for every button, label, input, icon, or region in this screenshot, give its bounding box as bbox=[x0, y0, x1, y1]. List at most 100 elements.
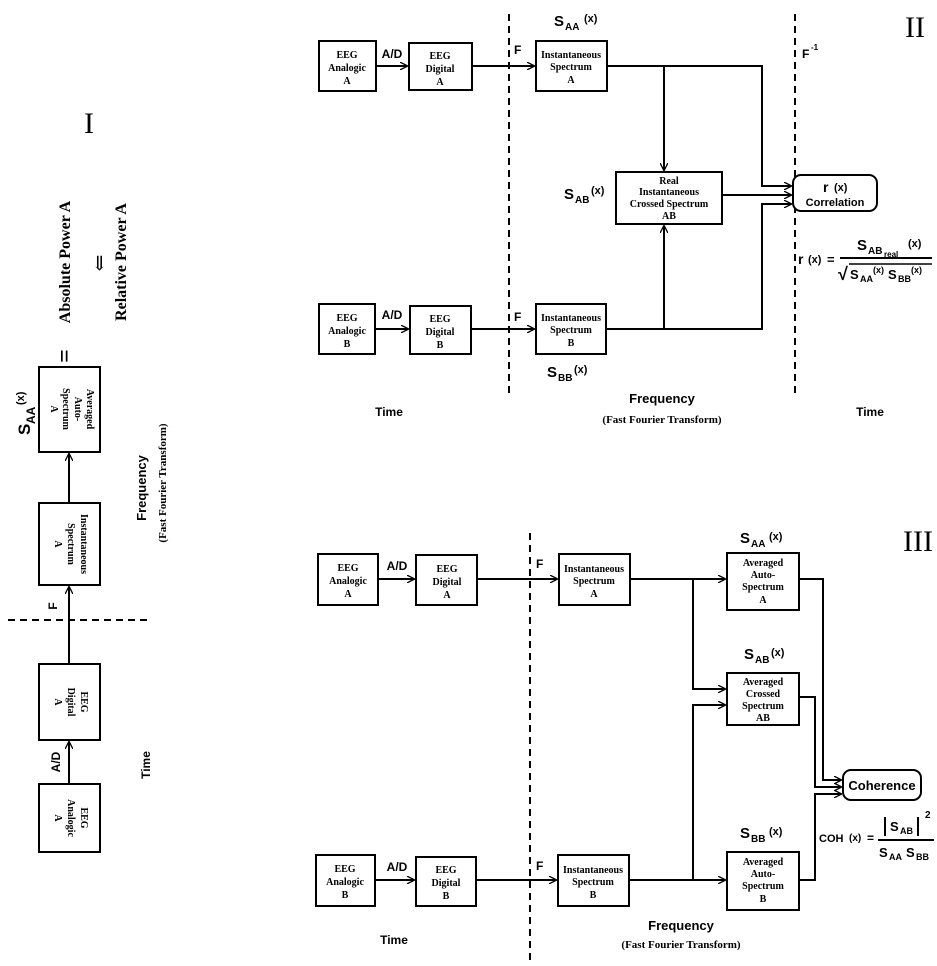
panel-3-formula-den-sub2: BB bbox=[916, 852, 929, 862]
panel-2-formula-num-s: S bbox=[857, 237, 867, 254]
panel-1-implies-arrow: ⇒ bbox=[88, 255, 110, 272]
panel-1-averaged-line1: Averaged bbox=[84, 389, 95, 430]
panel-3-analogic-a-l3: A bbox=[344, 589, 352, 600]
panel-2-formula-den-x2: (x) bbox=[911, 265, 922, 275]
panel-3-wire-avg-a-to-coh bbox=[799, 578, 841, 780]
panel-2-frequency: Frequency bbox=[629, 391, 696, 406]
panel-3-digital-b-l3: B bbox=[443, 891, 450, 902]
panel-1-eeg-analogic-line2: Analogic bbox=[65, 799, 76, 837]
panel-1-saa-x: (x) bbox=[15, 391, 27, 405]
panel-2-sab-sub: AB bbox=[575, 195, 589, 206]
panel-2-formula-num-subsub: real bbox=[884, 250, 898, 259]
panel-2-sab-s: S bbox=[564, 186, 574, 203]
panel-2-digital-a-l1: EEG bbox=[429, 51, 450, 62]
panel-2-eeg-analogic-b-box bbox=[318, 303, 376, 355]
panel-3-formula-x: (x) bbox=[849, 833, 861, 844]
panel-2-formula-den-sub2: BB bbox=[898, 274, 911, 284]
panel-2-saa-x: (x) bbox=[584, 13, 598, 25]
panel-2-sbb-s: S bbox=[547, 364, 557, 381]
panel-3-formula-den-s2: S bbox=[906, 845, 915, 860]
panel-2-analogic-b-l3: B bbox=[344, 339, 351, 350]
panel-3-avg-a-l3: Spectrum bbox=[742, 582, 784, 593]
panel-2-f-a-label: F bbox=[514, 43, 521, 57]
panel-3-instant-a-l3: A bbox=[590, 589, 598, 600]
panel-1-eeg-analogic-line3: A bbox=[52, 814, 63, 822]
panel-2-instant-b-l1: Instantaneous bbox=[541, 313, 601, 324]
panel-2-digital-b-l3: B bbox=[437, 340, 444, 351]
panel-2-eeg-analogic-a-box bbox=[318, 40, 377, 92]
panel-2-eeg-digital-a-box bbox=[408, 42, 473, 91]
panel-2-finv-label: F bbox=[802, 47, 809, 61]
panel-3-sbb-s: S bbox=[740, 825, 750, 842]
panel-3-digital-a-l1: EEG bbox=[436, 564, 457, 575]
panel-2: II EEG Analogic A EEG Digital A Instanta… bbox=[318, 11, 932, 426]
panel-1-eeg-digital-box bbox=[38, 663, 101, 741]
panel-3-formula-num-s: S bbox=[890, 819, 899, 834]
panel-2-formula-den-sub1: AA bbox=[860, 274, 873, 284]
panel-3-digital-b-l2: Digital bbox=[432, 878, 461, 889]
panel-3-formula-den-s1: S bbox=[879, 845, 888, 860]
panel-3-wire-avg-b-to-coh bbox=[799, 794, 841, 881]
panel-3-saa-sub: AA bbox=[751, 539, 765, 550]
panel-3-avg-b-l1: Averaged bbox=[743, 857, 784, 868]
panel-2-sbb-x: (x) bbox=[574, 364, 588, 376]
panel-3-coherence-formula: COH (x) = S AB 2 S AA S BB bbox=[819, 810, 934, 862]
panel-2-formula-r: r bbox=[798, 251, 804, 267]
panel-2-digital-a-l2: Digital bbox=[426, 64, 455, 75]
panel-3-avg-a-l1: Averaged bbox=[743, 558, 784, 569]
panel-1-fft-label: (Fast Fourier Transform) bbox=[157, 423, 169, 542]
panel-1-instantaneous-line2: Spectrum bbox=[65, 523, 76, 565]
panel-2-correlation-formula: r (x) = S AB real (x) √ S AA (x) S BB (x… bbox=[798, 237, 932, 284]
panel-1-saa-sub: AA bbox=[24, 406, 38, 424]
panel-3-wire-b-to-cross bbox=[692, 705, 725, 880]
panel-1-instantaneous-line3: A bbox=[52, 540, 63, 548]
panel-3-ad-a-label: A/D bbox=[387, 559, 408, 573]
panel-2-ad-b-label: A/D bbox=[382, 308, 403, 322]
panel-2-saa-s: S bbox=[554, 13, 564, 30]
panel-3-f-b-label: F bbox=[536, 859, 543, 873]
panel-1-eeg-digital-line2: Digital bbox=[65, 688, 76, 717]
panel-2-digital-b-l1: EEG bbox=[429, 314, 450, 325]
panel-3-avg-cross-l1: Averaged bbox=[743, 677, 784, 688]
panel-2-instantaneous-b-box bbox=[535, 303, 607, 355]
panel-2-formula-eq: = bbox=[827, 252, 835, 267]
panel-2-instant-a-l1: Instantaneous bbox=[541, 50, 601, 61]
panel-3-analogic-a-l1: EEG bbox=[337, 563, 358, 574]
panel-3-eeg-digital-b-box bbox=[415, 856, 477, 907]
panel-3-instant-a-l2: Spectrum bbox=[573, 576, 615, 587]
panel-3-wire-cross-to-coh bbox=[799, 696, 841, 787]
panel-1-eeg-digital-line1: EEG bbox=[78, 691, 89, 712]
panel-2-cross-l3: Crossed Spectrum bbox=[630, 199, 709, 210]
panel-2-wire-a-to-corr bbox=[607, 65, 791, 186]
panel-2-time-right: Time bbox=[856, 405, 884, 419]
panel-3-sab-x: (x) bbox=[771, 647, 785, 659]
panel-3-formula-eq: = bbox=[867, 831, 874, 845]
panel-3-ad-b-label: A/D bbox=[387, 860, 408, 874]
panel-2-sbb-sub: BB bbox=[558, 373, 572, 384]
panel-3-digital-b-l1: EEG bbox=[435, 865, 456, 876]
panel-2-instant-b-l2: Spectrum bbox=[550, 325, 592, 336]
panel-3-analogic-b-l1: EEG bbox=[334, 864, 355, 875]
panel-3-instantaneous-b-box bbox=[557, 854, 630, 907]
panel-2-instantaneous-a-box bbox=[535, 40, 608, 92]
panel-2-analogic-a-l2: Analogic bbox=[328, 63, 366, 74]
panel-3-fft: (Fast Fourier Transform) bbox=[621, 939, 740, 951]
panel-3-saa-x: (x) bbox=[769, 531, 783, 543]
panel-3-wire-a-to-cross bbox=[692, 579, 725, 689]
panel-3-instant-b-l2: Spectrum bbox=[572, 877, 614, 888]
panel-2-formula-den-x1: (x) bbox=[873, 265, 884, 275]
panel-1-averaged-line3: Spectrum bbox=[60, 388, 71, 430]
panel-3-frequency: Frequency bbox=[648, 918, 715, 933]
panel-1-absolute-power: Absolute Power A bbox=[57, 200, 74, 323]
panel-2-formula-num-x: (x) bbox=[908, 238, 922, 250]
panel-2-formula-sqrt: √ bbox=[838, 264, 848, 284]
panel-2-correlation-r: r bbox=[823, 179, 829, 195]
panel-1-equals-sign: = bbox=[52, 349, 78, 363]
panel-1-saa-symbol: S AA (x) bbox=[15, 391, 38, 435]
panel-2-finv-sup: -1 bbox=[811, 43, 819, 52]
panel-3-analogic-b-l2: Analogic bbox=[326, 877, 364, 888]
panel-2-ad-a-label: A/D bbox=[382, 47, 403, 61]
panel-2-cross-l4: AB bbox=[662, 211, 676, 222]
panel-2-fft: (Fast Fourier Transform) bbox=[602, 414, 721, 426]
